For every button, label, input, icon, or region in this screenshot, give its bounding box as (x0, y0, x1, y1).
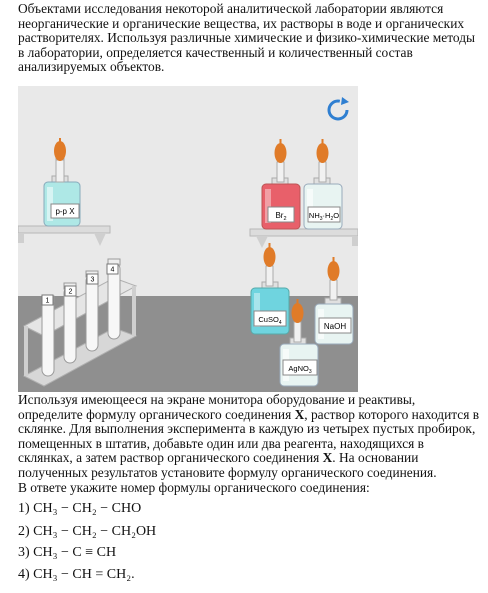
answer-option-3: 3) CH₃ − C ≡ CH (18, 545, 116, 561)
answer-1-number: 1) (18, 501, 30, 516)
tube-2-number: 2 (69, 289, 73, 296)
bottle-x-label: р-р X (55, 207, 75, 216)
dropper-cuso4[interactable] (263, 243, 276, 287)
intro-paragraph: Объектами исследования некоторой аналити… (18, 1, 476, 75)
bottle-ammonia[interactable]: NH3·H2O (303, 177, 343, 230)
dropper-naoh[interactable] (327, 257, 340, 301)
answer-1-formula: CH₃ − CH₂ − CHO (33, 501, 142, 516)
test-tube-1[interactable]: 1 (41, 294, 55, 377)
task-text-2: , раствор которого находится в склянке. … (18, 406, 480, 466)
task-text-1: Используя имеющееся на экране монитора о… (18, 392, 416, 422)
agno3-label: AgNO3 (288, 364, 311, 375)
answer-3-formula: CH₃ − C ≡ CH (33, 545, 117, 560)
answer-option-4: 4) CH₃ − CH = CH₂. (18, 567, 135, 583)
answer-4-formula: CH₃ − CH = CH₂. (33, 567, 135, 582)
dropper-x[interactable] (54, 138, 66, 183)
cuso4-label: CuSO4 (258, 315, 281, 326)
task-question: В ответе укажите номер формулы органичес… (18, 479, 370, 495)
task-text-3: . На основании полученных результатов ус… (18, 450, 437, 480)
test-tube-2[interactable]: 2 (63, 282, 77, 364)
right-shelf (249, 228, 358, 248)
test-tube-4[interactable]: 4 (106, 258, 121, 340)
answer-4-number: 4) (18, 567, 30, 582)
reload-icon[interactable] (327, 97, 349, 121)
answer-2-number: 2) (18, 524, 30, 539)
test-tube-3[interactable]: 3 (85, 270, 99, 352)
answer-option-2: 2) CH₃ − CH₂ − CH₂OH (18, 524, 156, 540)
ammonia-label: NH3·H2O (309, 211, 339, 222)
bottle-agno3[interactable]: AgNO3 (279, 337, 319, 387)
tube-1-number: 1 (46, 298, 50, 305)
bottle-naoh[interactable]: NaOH (314, 297, 354, 345)
naoh-label: NaOH (324, 322, 346, 331)
task-paragraph: Используя имеющееся на экране монитора о… (18, 392, 480, 495)
dropper-ammonia[interactable] (316, 139, 329, 183)
answer-3-number: 3) (18, 545, 30, 560)
answer-option-1: 1) CH₃ − CH₂ − CHO (18, 501, 141, 517)
bottle-cuso4[interactable]: CuSO4 (250, 281, 290, 335)
br2-label: Br2 (275, 211, 286, 222)
dropper-agno3[interactable] (291, 299, 304, 343)
answer-2-formula: CH₃ − CH₂ − CH₂OH (33, 524, 157, 539)
virtual-lab-scene: р-р X 1 2 3 4 (18, 86, 358, 392)
tube-4-number: 4 (111, 267, 115, 274)
tube-3-number: 3 (91, 277, 95, 284)
compound-x-1: X (294, 406, 305, 422)
compound-x-2: X (322, 450, 333, 466)
bottle-br2[interactable]: Br2 (261, 177, 301, 230)
dropper-br2[interactable] (274, 139, 287, 183)
